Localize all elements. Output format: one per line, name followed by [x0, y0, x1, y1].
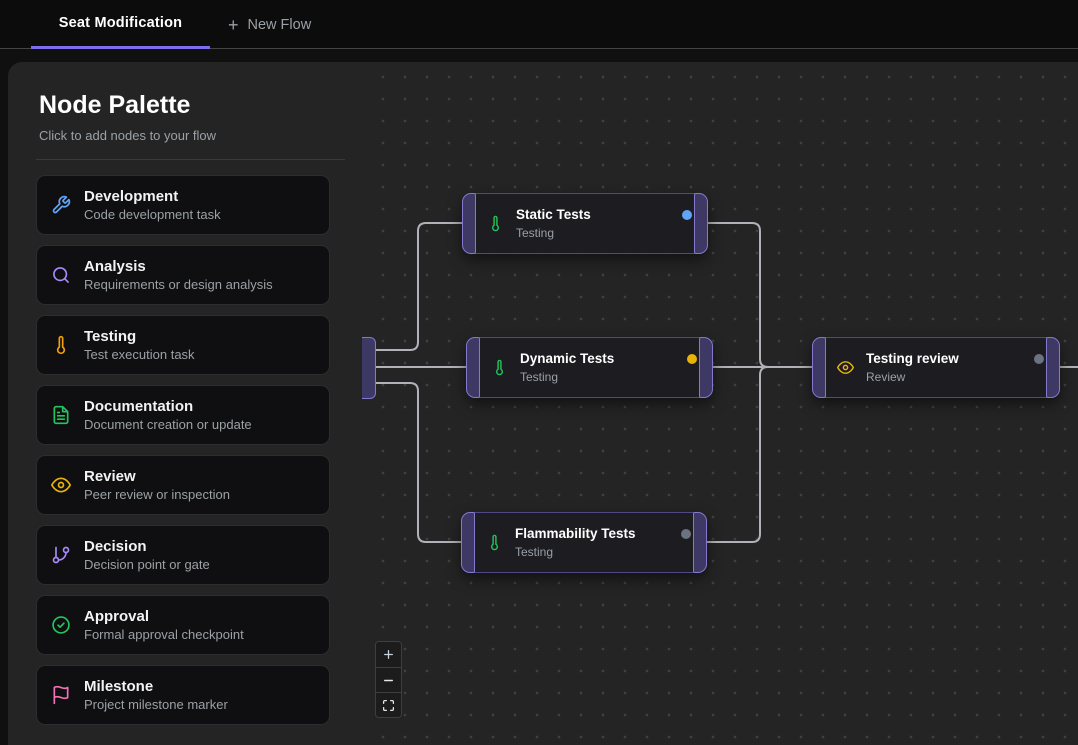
- node-dynamic-tests[interactable]: Dynamic Tests Testing: [466, 337, 713, 398]
- node-output-handle[interactable]: [1046, 337, 1060, 398]
- thermometer-icon: [486, 534, 503, 551]
- node-title: Flammability Tests: [515, 526, 636, 541]
- palette-item-documentation[interactable]: Documentation Document creation or updat…: [36, 385, 330, 445]
- palette-item-decision[interactable]: Decision Decision point or gate: [36, 525, 330, 585]
- palette-item-development[interactable]: Development Code development task: [36, 175, 330, 235]
- status-dot: [681, 529, 691, 539]
- main-panel: Node Palette Click to add nodes to your …: [8, 62, 1078, 745]
- palette-item-description: Code development task: [84, 207, 221, 222]
- zoom-out-icon: [382, 674, 395, 687]
- tab-bar: Seat Modification + New Flow: [0, 0, 1078, 49]
- tab-seat-modification[interactable]: Seat Modification: [31, 0, 210, 49]
- palette-item-description: Project milestone marker: [84, 697, 228, 712]
- palette-item-description: Formal approval checkpoint: [84, 627, 244, 642]
- palette-item-analysis[interactable]: Analysis Requirements or design analysis: [36, 245, 330, 305]
- node-title: Testing review: [866, 351, 959, 366]
- node-input-handle[interactable]: [461, 512, 475, 573]
- palette-item-description: Requirements or design analysis: [84, 277, 273, 292]
- palette-item-label: Testing: [84, 328, 137, 345]
- eye-icon: [837, 359, 854, 376]
- file-text-icon: [51, 405, 71, 425]
- thermometer-icon: [51, 335, 71, 355]
- eye-icon: [51, 475, 71, 495]
- thermometer-icon: [491, 359, 508, 376]
- offscreen-node-handle[interactable]: [362, 337, 376, 399]
- flow-edges: [375, 222, 1078, 543]
- palette-item-label: Decision: [84, 538, 147, 555]
- node-output-handle[interactable]: [694, 193, 708, 254]
- canvas-controls: [375, 641, 402, 718]
- palette-item-label: Approval: [84, 608, 150, 625]
- tab-new-flow[interactable]: + New Flow: [228, 0, 311, 49]
- fit-view-button[interactable]: [376, 692, 401, 717]
- node-subtitle: Review: [866, 370, 906, 384]
- node-subtitle: Testing: [515, 545, 554, 559]
- node-input-handle[interactable]: [812, 337, 826, 398]
- status-dot: [682, 210, 692, 220]
- palette-item-description: Decision point or gate: [84, 557, 210, 572]
- palette-item-milestone[interactable]: Milestone Project milestone marker: [36, 665, 330, 725]
- node-flammability-tests[interactable]: Flammability Tests Testing: [461, 512, 707, 573]
- status-dot: [687, 354, 697, 364]
- git-branch-icon: [51, 545, 71, 565]
- palette-list: Development Code development task Analys…: [36, 175, 330, 725]
- palette-item-label: Review: [84, 468, 136, 485]
- tab-label: Seat Modification: [58, 15, 183, 31]
- node-subtitle: Testing: [520, 370, 559, 384]
- node-output-handle[interactable]: [693, 512, 707, 573]
- zoom-in-button[interactable]: [376, 642, 401, 667]
- palette-item-label: Milestone: [84, 678, 154, 695]
- search-icon: [51, 265, 71, 285]
- palette-divider: [36, 159, 345, 160]
- node-title: Static Tests: [516, 207, 591, 222]
- node-palette-sidebar: Node Palette Click to add nodes to your …: [8, 62, 362, 745]
- palette-item-label: Documentation: [84, 398, 194, 415]
- node-static-tests[interactable]: Static Tests Testing: [462, 193, 708, 254]
- node-subtitle: Testing: [516, 226, 555, 240]
- plus-icon: +: [228, 14, 239, 35]
- status-dot: [1034, 354, 1044, 364]
- palette-item-approval[interactable]: Approval Formal approval checkpoint: [36, 595, 330, 655]
- palette-item-description: Peer review or inspection: [84, 487, 230, 502]
- check-circle-icon: [51, 615, 71, 635]
- thermometer-icon: [487, 215, 504, 232]
- flow-canvas[interactable]: Static Tests Testing Dynamic Tests Testi…: [362, 62, 1078, 745]
- palette-item-label: Analysis: [84, 258, 146, 275]
- tab-label: New Flow: [247, 16, 312, 33]
- zoom-in-icon: [382, 648, 395, 661]
- node-title: Dynamic Tests: [520, 351, 615, 366]
- node-testing-review[interactable]: Testing review Review: [812, 337, 1060, 398]
- palette-item-testing[interactable]: Testing Test execution task: [36, 315, 330, 375]
- palette-item-description: Document creation or update: [84, 417, 252, 432]
- palette-subtitle: Click to add nodes to your flow: [39, 128, 217, 143]
- palette-item-description: Test execution task: [84, 347, 195, 362]
- palette-item-label: Development: [84, 188, 179, 205]
- node-input-handle[interactable]: [466, 337, 480, 398]
- palette-item-review[interactable]: Review Peer review or inspection: [36, 455, 330, 515]
- fit-view-icon: [382, 699, 395, 712]
- zoom-out-button[interactable]: [376, 667, 401, 692]
- flag-icon: [51, 685, 71, 705]
- wrench-icon: [51, 195, 71, 215]
- node-input-handle[interactable]: [462, 193, 476, 254]
- palette-title: Node Palette: [39, 91, 191, 119]
- node-output-handle[interactable]: [699, 337, 713, 398]
